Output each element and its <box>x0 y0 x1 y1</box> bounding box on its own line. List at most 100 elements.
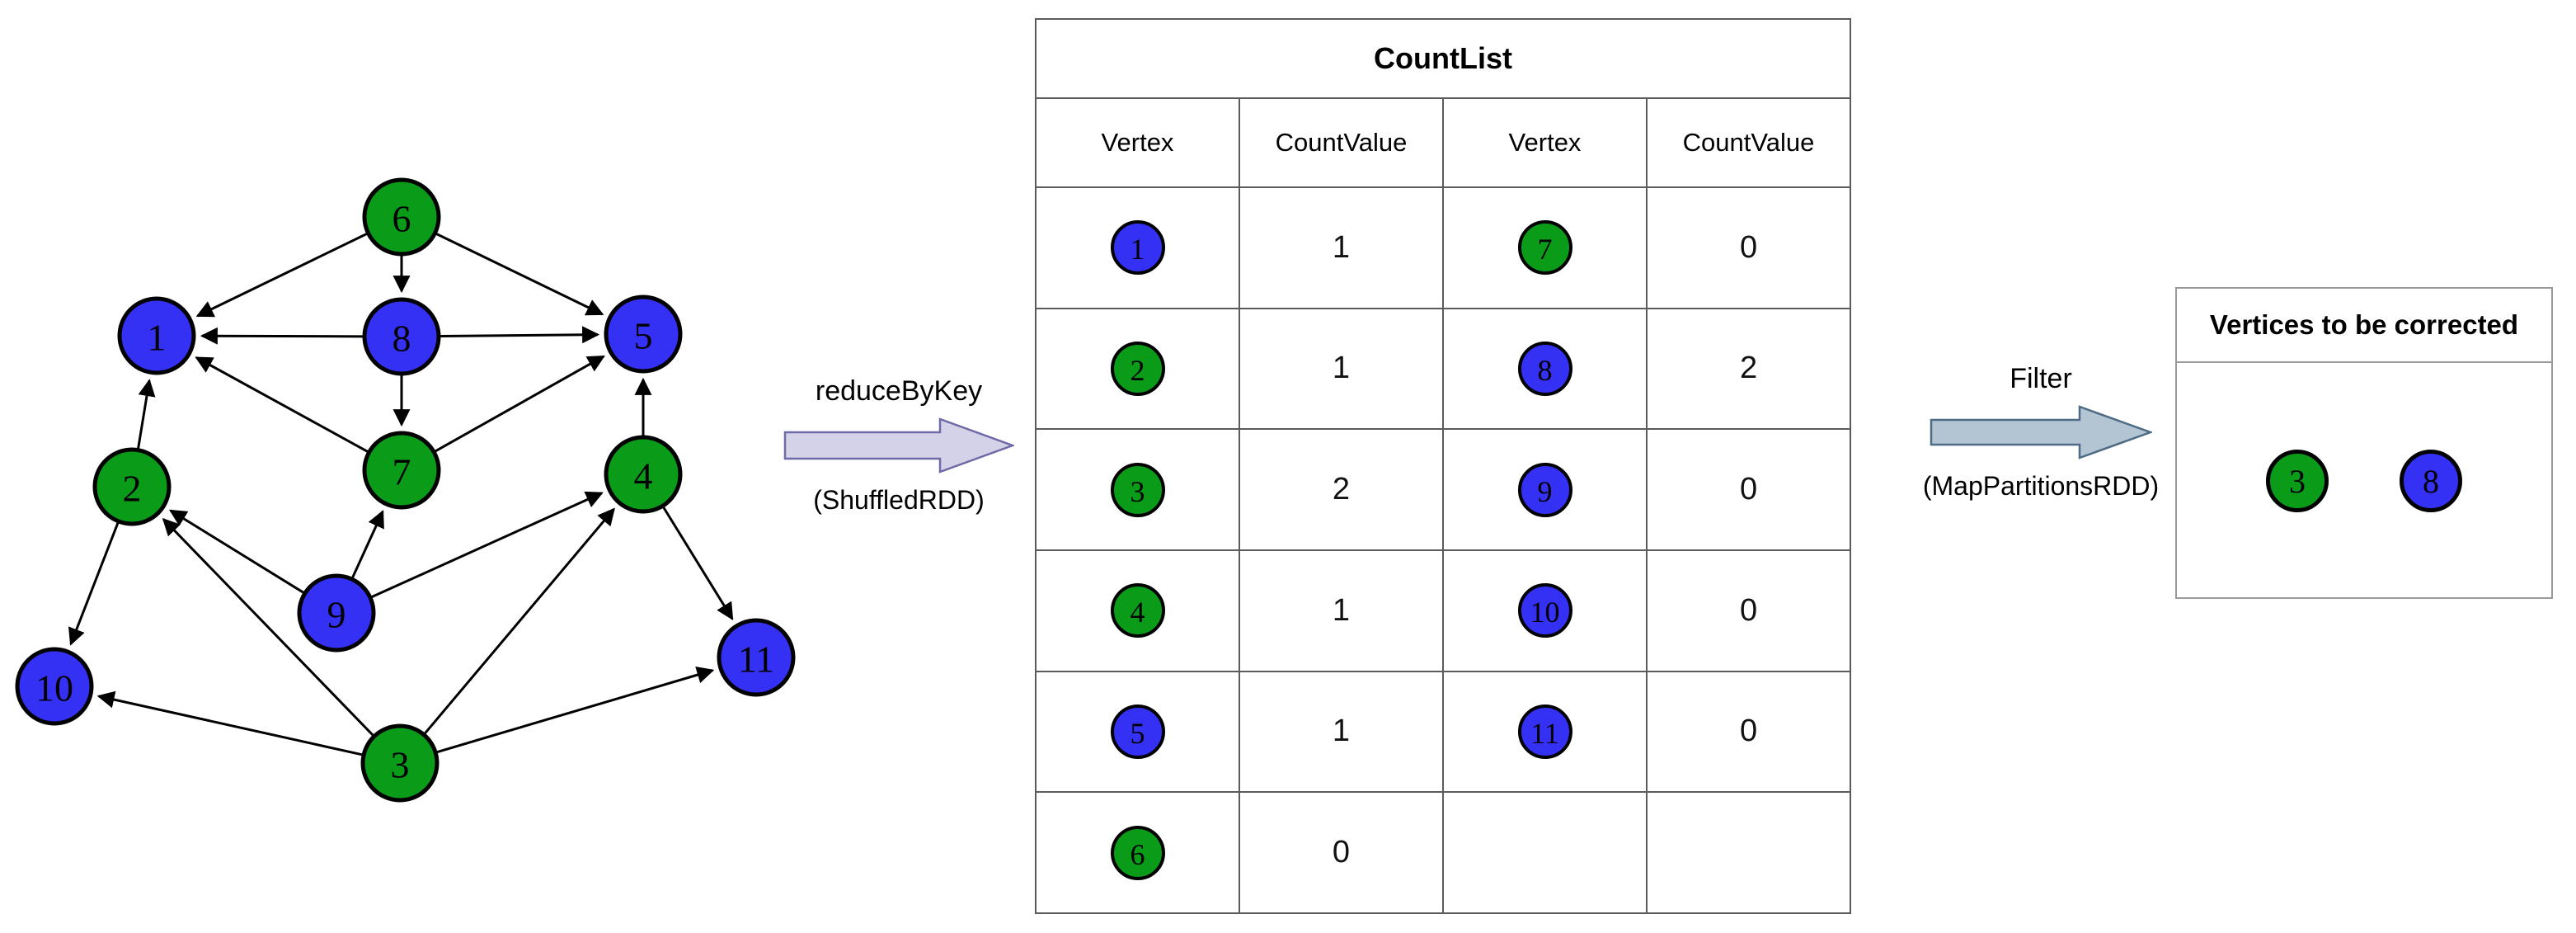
graph-edge-9-to-4 <box>371 491 604 599</box>
node-circle-4 <box>604 435 683 514</box>
cell-countvalue-left-4: 1 <box>1239 549 1444 672</box>
transform-filter: Filter (MapPartitionsRDD) <box>1897 363 2185 502</box>
shuffledrdd-label: (ShuffledRDD) <box>813 485 985 515</box>
node-label-10: 10 <box>35 667 73 709</box>
node-label-7: 7 <box>393 451 411 493</box>
vertex-chip-7: 7 <box>1517 220 1572 276</box>
cell-countvalue-left-6: 0 <box>1239 791 1444 914</box>
graph-node-10[interactable]: 10 <box>15 647 94 726</box>
cell-vertex-left-6: 6 <box>1035 791 1240 914</box>
graph-edge-9-to-7 <box>351 510 384 578</box>
cell-countvalue-right-5: 0 <box>1645 670 1852 794</box>
result-box-title: Vertices to be corrected <box>2177 289 2551 363</box>
graph-edge-6-to-5 <box>435 233 604 316</box>
node-circle-8 <box>362 297 441 376</box>
graph-edge-7-to-5 <box>435 355 605 453</box>
graph-node-9[interactable]: 9 <box>297 573 376 653</box>
node-circle-11 <box>717 618 796 697</box>
vertex-chip-3: 3 <box>1110 462 1165 517</box>
cell-countvalue-right-1: 0 <box>1645 186 1852 309</box>
graph-svg: 6 1 8 5 7 2 4 9 10 11 3 <box>15 177 796 803</box>
graph-edge-2-to-1 <box>137 379 156 449</box>
column-header-vertex-left: Vertex <box>1035 97 1240 188</box>
cell-vertex-right-4: 10 <box>1442 549 1648 672</box>
graph-node-4[interactable]: 4 <box>604 435 683 514</box>
transform-reducebykey: reduceByKey (ShuffledRDD) <box>775 375 1022 516</box>
cell-vertex-right-5: 11 <box>1442 670 1648 794</box>
graph-edge-3-to-11 <box>436 666 715 754</box>
cell-countvalue-right-4: 0 <box>1645 549 1852 672</box>
reducebykey-label: reduceByKey <box>815 375 983 407</box>
vertex-chip-2: 2 <box>1110 341 1165 396</box>
node-circle-5 <box>604 295 683 374</box>
mappartitionsrdd-label: (MapPartitionsRDD) <box>1922 471 2160 501</box>
node-circle-6 <box>362 177 441 257</box>
table-title-row: CountList <box>1034 18 1852 99</box>
column-header-countvalue-left: CountValue <box>1239 97 1444 188</box>
cell-countvalue-right-6 <box>1645 791 1852 914</box>
node-label-6: 6 <box>393 198 411 240</box>
cell-countvalue-right-2: 2 <box>1645 307 1852 431</box>
node-label-1: 1 <box>148 317 167 359</box>
node-circle-10 <box>15 647 94 726</box>
graph-edge-9-to-2 <box>169 509 304 594</box>
cell-vertex-right-1: 7 <box>1442 186 1648 309</box>
node-label-4: 4 <box>634 455 653 497</box>
table-row: 3 2 9 0 <box>1035 428 1852 551</box>
graph-edge-8-to-1 <box>200 327 364 345</box>
graph-node-2[interactable]: 2 <box>92 447 172 526</box>
table-header-row: Vertex CountValue Vertex CountValue <box>1035 97 1852 188</box>
node-circle-9 <box>297 573 376 653</box>
graph-node-5[interactable]: 5 <box>604 295 683 374</box>
graph-node-11[interactable]: 11 <box>717 618 796 697</box>
graph-node-6[interactable]: 6 <box>362 177 441 257</box>
cell-vertex-left-4: 4 <box>1035 549 1240 672</box>
node-circle-2 <box>92 447 172 526</box>
cell-countvalue-left-5: 1 <box>1239 670 1444 794</box>
column-header-vertex-right: Vertex <box>1442 97 1648 188</box>
node-label-3: 3 <box>391 744 410 786</box>
node-label-8: 8 <box>393 318 411 360</box>
cell-vertex-left-3: 3 <box>1035 428 1240 551</box>
cell-vertex-left-5: 5 <box>1035 670 1240 794</box>
graph-edge-3-to-2 <box>162 517 374 737</box>
countlist-title: CountList <box>1034 18 1852 99</box>
graph-edge-3-to-4 <box>424 507 615 735</box>
vertex-chip-9: 9 <box>1517 462 1572 517</box>
cell-vertex-right-6 <box>1442 791 1648 914</box>
node-label-11: 11 <box>738 638 774 681</box>
graph-edge-7-to-1 <box>195 356 369 453</box>
node-label-2: 2 <box>123 468 142 510</box>
graph-edge-6-to-1 <box>195 233 368 318</box>
graph-edge-3-to-10 <box>96 690 363 756</box>
graph-edge-layer <box>68 233 734 756</box>
vertex-chip-10: 10 <box>1517 583 1572 638</box>
vertex-chip-5: 5 <box>1110 704 1165 759</box>
corrected-vertex-8: 8 <box>2400 450 2462 512</box>
cell-countvalue-right-3: 0 <box>1645 428 1852 551</box>
node-circle-3 <box>360 723 440 803</box>
filter-arrow-icon <box>1930 405 2152 459</box>
reducebykey-arrow-icon <box>783 417 1014 474</box>
graph-node-1[interactable]: 1 <box>117 296 196 375</box>
vertex-chip-1: 1 <box>1110 220 1165 276</box>
cell-countvalue-left-3: 2 <box>1239 428 1444 551</box>
cell-countvalue-left-2: 1 <box>1239 307 1444 431</box>
filter-label: Filter <box>2010 363 2072 394</box>
graph-node-3[interactable]: 3 <box>360 723 440 803</box>
node-circle-7 <box>362 431 441 510</box>
corrected-vertex-3: 3 <box>2266 450 2329 512</box>
column-header-countvalue-right: CountValue <box>1645 97 1852 188</box>
graph-node-8[interactable]: 8 <box>362 297 441 376</box>
cell-vertex-left-1: 1 <box>1035 186 1240 309</box>
graph-node-7[interactable]: 7 <box>362 431 441 510</box>
cell-vertex-right-2: 8 <box>1442 307 1648 431</box>
